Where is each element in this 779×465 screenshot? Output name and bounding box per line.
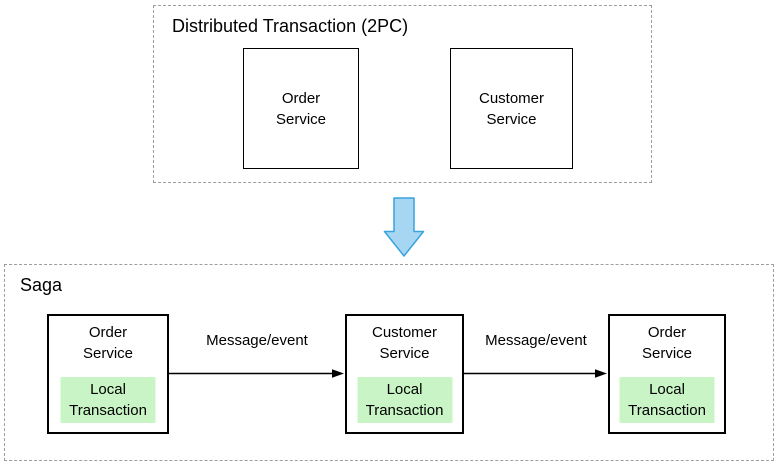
group-distributed-transaction: Distributed Transaction (2PC) Order Serv…	[153, 5, 652, 183]
service-label: Order Service	[49, 322, 167, 364]
message-label-2: Message/event	[485, 332, 587, 349]
group-title-saga: Saga	[20, 275, 63, 295]
service-label: Order Service	[610, 322, 724, 364]
local-transaction-box: Local Transaction	[357, 377, 452, 423]
service-label-line: Service	[641, 345, 693, 362]
service-label-line: Customer	[478, 89, 545, 107]
service-label-line: Service	[379, 345, 430, 362]
service-box-order-saga-2: Order Service Local Transaction	[608, 314, 726, 434]
message-label-1: Message/event	[206, 332, 308, 349]
down-arrow-icon	[383, 197, 425, 257]
group-saga: Saga Order Service Local Transaction Mes…	[4, 264, 774, 461]
service-box-customer-2pc: Customer Service	[450, 48, 573, 169]
service-label-line: Service	[82, 345, 134, 362]
service-label-line: Customer	[371, 324, 438, 341]
local-transaction-line: Transaction	[365, 402, 444, 419]
local-transaction-box: Local Transaction	[60, 377, 156, 423]
local-transaction-box: Local Transaction	[619, 377, 715, 423]
service-label: Customer Service	[347, 322, 462, 364]
service-box-order-2pc: Order Service	[243, 48, 359, 169]
service-label-line: Order	[88, 324, 128, 341]
local-transaction-line: Local	[649, 381, 685, 398]
service-label-line: Order	[281, 89, 321, 107]
service-label-line: Service	[486, 110, 537, 128]
service-label-line: Order	[647, 324, 687, 341]
local-transaction-line: Local	[386, 381, 423, 398]
service-box-order-saga-1: Order Service Local Transaction	[47, 314, 169, 434]
group-title-2pc: Distributed Transaction (2PC)	[172, 16, 409, 36]
local-transaction-line: Local	[90, 381, 126, 398]
service-box-customer-saga: Customer Service Local Transaction	[345, 314, 464, 434]
local-transaction-line: Transaction	[69, 402, 147, 419]
local-transaction-line: Transaction	[628, 402, 706, 419]
service-label-line: Service	[275, 110, 327, 128]
